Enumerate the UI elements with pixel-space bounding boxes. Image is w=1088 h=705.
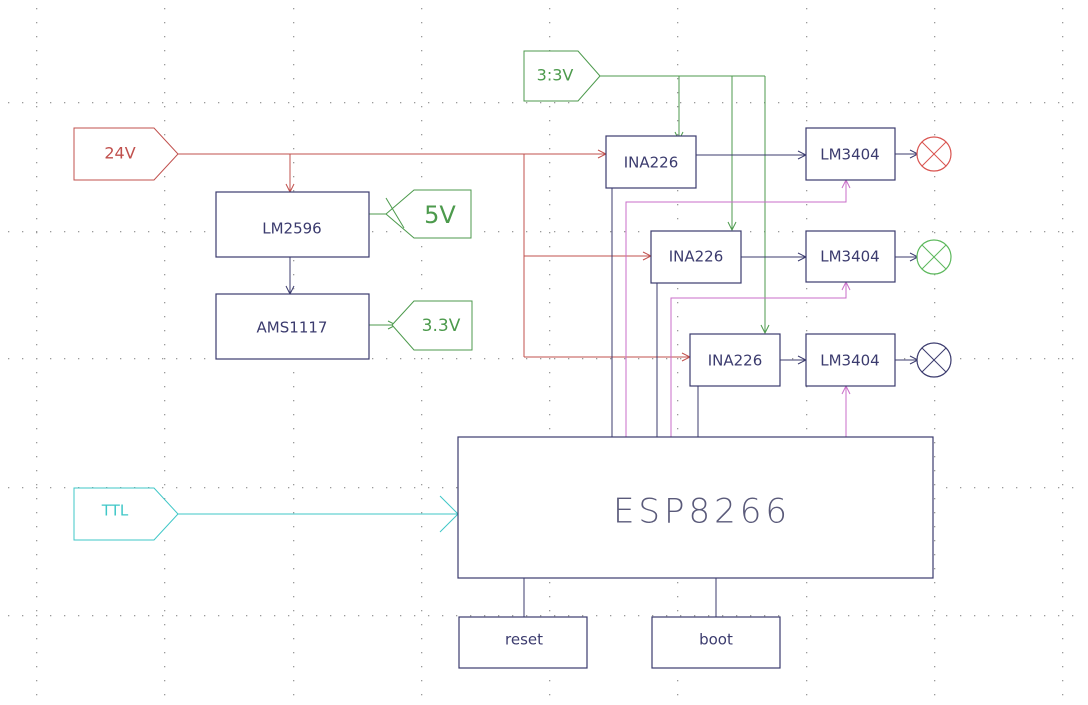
- block-ina226-2: INA226: [650, 230, 742, 284]
- port-3v3-input-label: 3:3V: [537, 66, 574, 85]
- lamp-green-icon: [916, 239, 952, 275]
- port-3v3-output: 3.3V: [391, 300, 473, 351]
- block-lm3404-1: LM3404: [805, 127, 896, 181]
- background-grid: [8, 8, 1074, 696]
- net-3v3: [369, 75, 765, 333]
- block-lm3404-3-label: LM3404: [820, 352, 879, 370]
- block-ina226-2-label: INA226: [669, 248, 724, 266]
- lamp-blue-icon: [916, 342, 952, 378]
- block-ina226-3: INA226: [689, 333, 781, 387]
- port-3v3-output-label: 3.3V: [422, 316, 461, 336]
- net-signal: [290, 154, 918, 617]
- block-lm2596: LM2596: [215, 191, 370, 258]
- port-24v: 24V: [73, 127, 179, 181]
- block-ina226-1: INA226: [605, 135, 697, 189]
- port-3v3-input: 3:3V: [523, 50, 601, 102]
- port-24v-label: 24V: [104, 144, 135, 163]
- block-esp8266-label: ESP8266: [613, 492, 791, 532]
- block-lm3404-2-label: LM3404: [820, 248, 879, 266]
- block-esp8266: ESP8266: [457, 436, 934, 579]
- block-ina226-3-label: INA226: [708, 352, 763, 370]
- port-5v-label: 5V: [424, 201, 456, 229]
- net-24v: [178, 154, 690, 357]
- port-ttl-label: TTL: [101, 502, 129, 520]
- block-lm2596-label: LM2596: [262, 220, 321, 238]
- block-lm3404-3: LM3404: [805, 333, 896, 387]
- block-ina226-1-label: INA226: [624, 154, 679, 172]
- block-ams1117-label: AMS1117: [257, 319, 328, 337]
- port-5v-output: 5V: [385, 189, 472, 239]
- block-reset: reset: [458, 616, 588, 669]
- block-lm3404-1-label: LM3404: [820, 146, 879, 164]
- block-ams1117: AMS1117: [215, 293, 370, 360]
- block-boot-label: boot: [699, 631, 733, 649]
- lamp-red-icon: [916, 136, 952, 172]
- net-control: [625, 180, 846, 437]
- port-ttl: TTL: [73, 487, 179, 541]
- block-reset-label: reset: [505, 631, 543, 649]
- block-boot: boot: [651, 616, 781, 669]
- block-lm3404-2: LM3404: [805, 230, 896, 283]
